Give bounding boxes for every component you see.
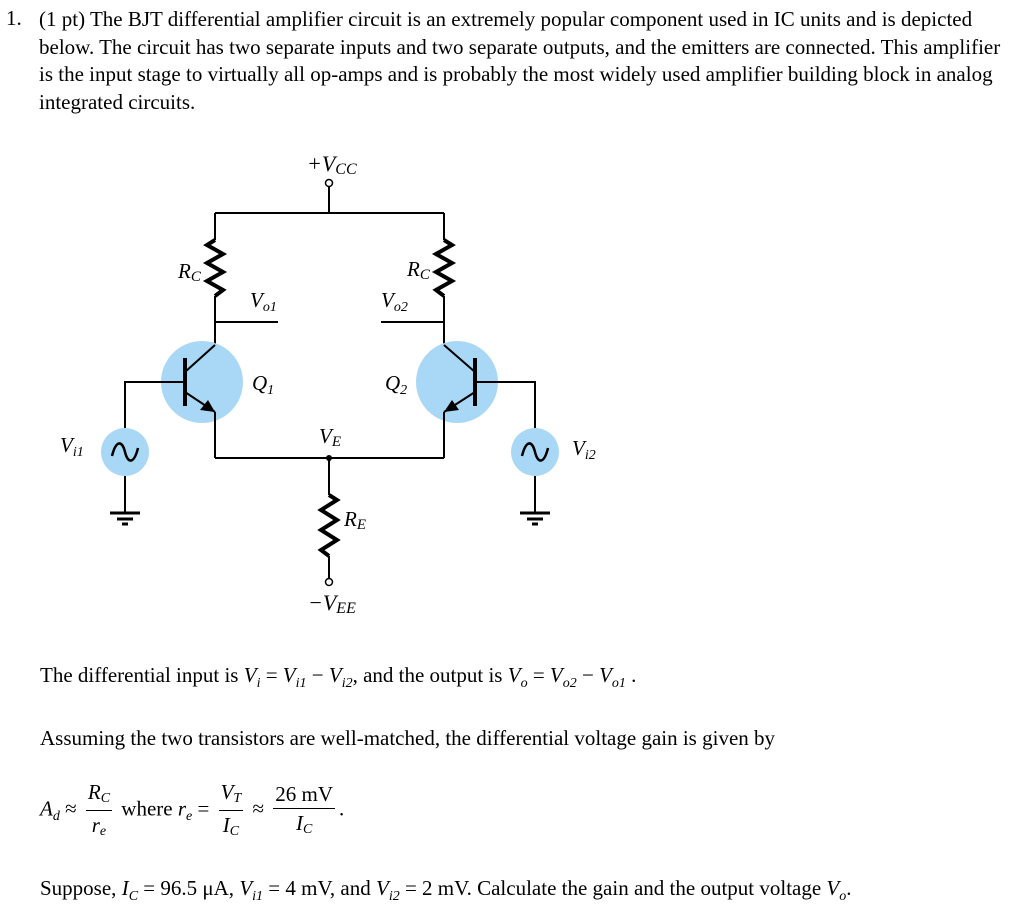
q2-emitter-arrow	[444, 400, 459, 412]
rc-left-resistor	[202, 238, 228, 298]
q2-transistor-body	[416, 341, 498, 423]
diff-input-text: The differential input is	[40, 663, 239, 687]
vi2-value: = 2 mV	[404, 876, 467, 900]
q2-collector	[443, 344, 476, 373]
q1-emitter-arrow	[200, 400, 215, 412]
diff-output-text: , and the output is	[352, 663, 503, 687]
q2-label: Q2	[385, 371, 407, 398]
given-values-line: Suppose, IC = 96.5 μA, Vi1 = 4 mV, and V…	[40, 876, 852, 904]
rc-left-label: RC	[177, 259, 202, 285]
differential-input-line: The differential input is Vi = Vi1 − Vi2…	[40, 663, 637, 691]
ic-value: = 96.5	[143, 876, 198, 900]
vi1-value: = 4 mV, and	[268, 876, 371, 900]
vi1-sine-icon	[110, 442, 140, 462]
ve-label: VE	[319, 424, 341, 450]
problem-intro: (1 pt) The BJT differential amplifier ci…	[39, 7, 1001, 114]
vcc-label: +VCC	[307, 151, 357, 178]
question-text: . Calculate the gain and the output volt…	[466, 876, 822, 900]
vo2-label: Vo2	[381, 288, 408, 315]
vi1-label: Vi1	[60, 433, 84, 460]
q2-base-wire	[475, 381, 536, 428]
problem-number: 1.	[6, 6, 22, 30]
q1-label: Q1	[252, 371, 274, 398]
ic-unit: μA,	[202, 876, 235, 900]
rc-right-resistor	[431, 238, 457, 298]
re-resistor	[317, 493, 341, 558]
vee-label: −VEE	[308, 590, 356, 617]
re-label: RE	[343, 507, 366, 533]
vi2-label: Vi2	[572, 436, 596, 463]
suppose-text: Suppose,	[40, 876, 117, 900]
rc-right-label: RC	[406, 257, 431, 283]
vcc-terminal	[324, 178, 334, 188]
vo1-label: Vo1	[250, 288, 277, 315]
vee-terminal	[324, 577, 334, 587]
q1-base-wire	[124, 381, 185, 428]
where-text: where	[121, 796, 173, 821]
vi2-sine-icon	[520, 442, 550, 462]
q1-transistor-body	[161, 341, 243, 423]
assumption-line: Assuming the two transistors are well-ma…	[40, 726, 776, 750]
q1-collector	[184, 344, 216, 373]
